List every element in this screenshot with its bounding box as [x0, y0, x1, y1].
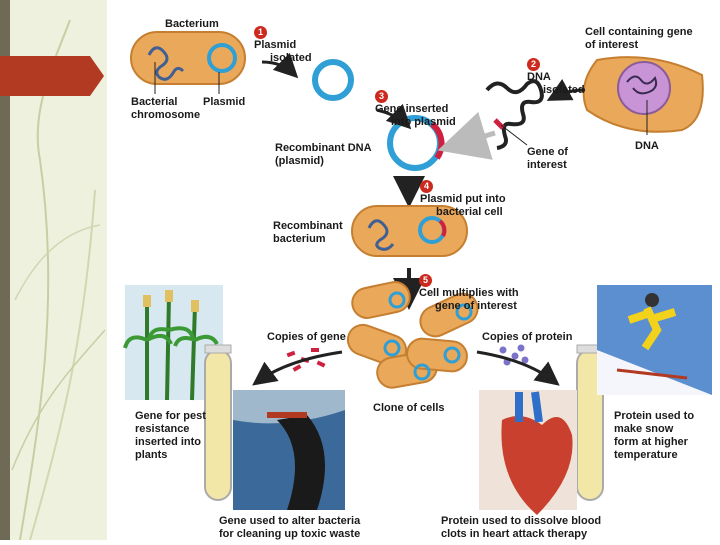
- arrow-plasmid-to-recombinant: [376, 103, 412, 130]
- arrow-to-protein-uses: [476, 350, 560, 386]
- gene-pointer: [500, 124, 528, 146]
- step-3-badge: 3: [375, 90, 388, 103]
- sidebar-red-tab-tip: [90, 56, 104, 96]
- clone-of-cells: [346, 281, 479, 389]
- plasmid-label: Plasmid: [203, 96, 246, 108]
- bacterium-cell: [130, 31, 246, 85]
- protein-test-tube: [576, 344, 604, 501]
- skier-image: [597, 285, 712, 395]
- isolated-dna: [485, 79, 544, 150]
- bacterium-label: Bacterium: [165, 18, 219, 30]
- oil-spill-image: [233, 390, 345, 510]
- step-1-badge: 1: [254, 26, 267, 39]
- arrow-to-gene-uses: [252, 350, 343, 386]
- sidebar-stripe: [0, 0, 10, 540]
- copies-of-gene-label: Copies of gene: [267, 331, 346, 343]
- recombinant-bacterium: [351, 205, 468, 257]
- arrow-to-plasmid: [261, 52, 299, 79]
- sidebar-red-tab: [0, 56, 90, 96]
- recombinant-dna-label: Recombinant DNA(plasmid): [275, 142, 372, 167]
- gene-test-tube: [204, 344, 232, 501]
- step-5-badge: 5: [419, 274, 432, 287]
- gene-transfer-arrow: [437, 111, 496, 160]
- donor-cell: [582, 56, 704, 133]
- copies-of-protein-label: Copies of protein: [482, 331, 573, 343]
- slide-sidebar: [0, 0, 107, 540]
- gene-segment: [493, 118, 505, 130]
- dna-label: DNA: [635, 140, 659, 152]
- isolated-plasmid: [312, 59, 354, 101]
- clone-of-cells-label: Clone of cells: [373, 402, 445, 414]
- diagram-artwork: [123, 31, 712, 515]
- step-2-badge: 2: [527, 58, 540, 71]
- heart-image: [479, 390, 577, 515]
- arrow-to-dna: [546, 78, 586, 101]
- recombinant-gene-insert: [429, 121, 445, 160]
- protein-copies: [499, 344, 529, 366]
- step-4-badge: 4: [420, 180, 433, 193]
